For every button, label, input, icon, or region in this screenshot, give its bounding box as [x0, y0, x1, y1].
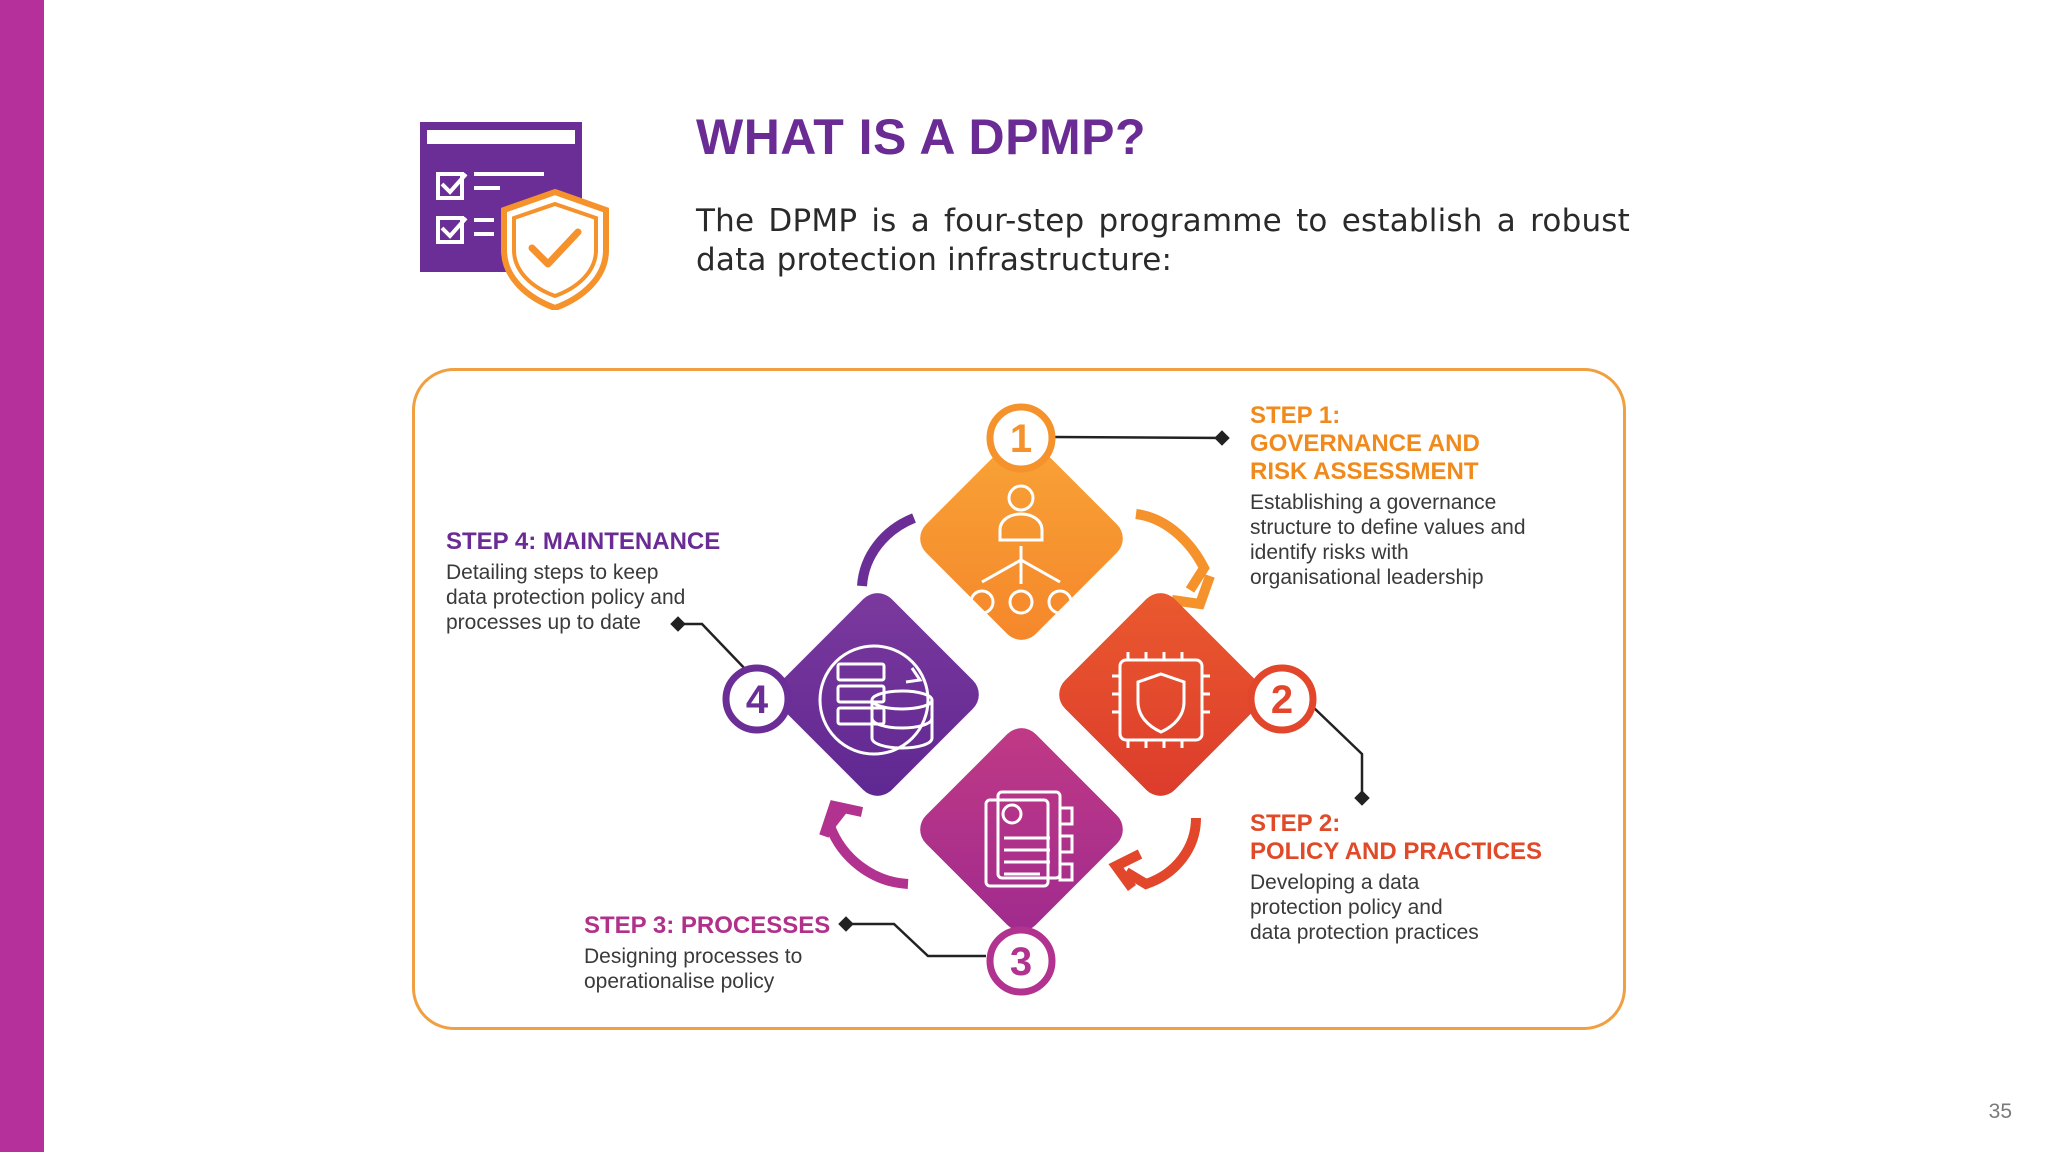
diagram-frame: [412, 368, 1626, 1030]
step-2-text: STEP 2: POLICY AND PRACTICES Developing …: [1250, 810, 1590, 945]
connector-step-2: [1311, 705, 1370, 806]
step-2-desc-line: Developing a data: [1250, 871, 1420, 894]
step-2-tile: [1059, 593, 1262, 796]
step-4-title: STEP 4: MAINTENANCE: [446, 528, 721, 555]
secure-document-icon: [984, 790, 1074, 888]
svg-text:3: 3: [1010, 940, 1032, 984]
shield-chip-icon: [1112, 652, 1210, 748]
step-4-desc-line: Detailing steps to keep: [446, 561, 659, 584]
side-accent-bar: [0, 0, 44, 1152]
step-1-title-line-1: STEP 1:: [1250, 402, 1341, 429]
step-1-desc-line: Establishing a governance: [1250, 491, 1497, 514]
cycle-arrow-4-to-1: [857, 513, 917, 587]
step-4-description: Detailing steps to keep data protection …: [446, 560, 766, 635]
page-number: 35: [1988, 1100, 2012, 1123]
cycle-arrow-2-to-3: [1108, 817, 1201, 891]
step-3-desc-line: operationalise policy: [584, 970, 775, 993]
step-3-description: Designing processes to operationalise po…: [584, 944, 904, 994]
step-4-text: STEP 4: MAINTENANCE Detailing steps to k…: [446, 528, 766, 635]
step-4-desc-line: data protection policy and: [446, 586, 686, 609]
step-3-text: STEP 3: PROCESSES Designing processes to…: [584, 912, 904, 994]
step-3-title: STEP 3: PROCESSES: [584, 912, 831, 939]
step-2-number-badge: 2: [1247, 664, 1317, 734]
connector-step-3: [838, 916, 986, 958]
step-1-number-badge: 1: [986, 403, 1056, 473]
step-1-text: STEP 1: GOVERNANCE AND RISK ASSESSMENT E…: [1250, 402, 1590, 590]
step-2-title-line-2: POLICY AND PRACTICES: [1250, 838, 1543, 865]
intro-paragraph: The DPMP is a four-step programme to est…: [696, 203, 1630, 278]
step-2-title-line-1: STEP 2:: [1250, 810, 1341, 837]
svg-text:2: 2: [1271, 678, 1293, 722]
step-1-title: STEP 1: GOVERNANCE AND RISK ASSESSMENT: [1250, 402, 1590, 486]
svg-text:1: 1: [1010, 417, 1032, 461]
checklist-shield-icon: [420, 122, 609, 310]
step-1-desc-line: identify risks with: [1250, 541, 1409, 564]
step-3-desc-line: Designing processes to: [584, 945, 803, 968]
connector-step-1: [1053, 430, 1230, 446]
step-1-desc-line: structure to define values and: [1250, 516, 1526, 539]
step-1-title-line-2: GOVERNANCE AND: [1250, 430, 1480, 457]
people-hierarchy-icon: [969, 484, 1073, 615]
step-2-title: STEP 2: POLICY AND PRACTICES: [1250, 810, 1590, 866]
step-1-desc-line: organisational leadership: [1250, 566, 1484, 589]
cycle-arrow-3-to-4: [819, 800, 909, 889]
step-2-description: Developing a data protection policy and …: [1250, 870, 1590, 945]
step-1-title-line-3: RISK ASSESSMENT: [1250, 458, 1479, 485]
database-sync-icon: [818, 644, 934, 756]
step-4-number-badge: 4: [722, 664, 792, 734]
step-1-description: Establishing a governance structure to d…: [1250, 490, 1590, 590]
svg-text:4: 4: [746, 678, 769, 722]
step-4-desc-line: processes up to date: [446, 611, 641, 634]
step-2-desc-line: protection policy and: [1250, 896, 1443, 919]
step-3-tile: [920, 728, 1123, 931]
cycle-arrow-1-to-2: [1135, 509, 1215, 610]
step-3-number-badge: 3: [986, 926, 1056, 996]
page-title: WHAT IS A DPMP?: [696, 109, 1147, 165]
connector-step-4: [670, 616, 749, 673]
step-2-desc-line: data protection practices: [1250, 921, 1479, 944]
